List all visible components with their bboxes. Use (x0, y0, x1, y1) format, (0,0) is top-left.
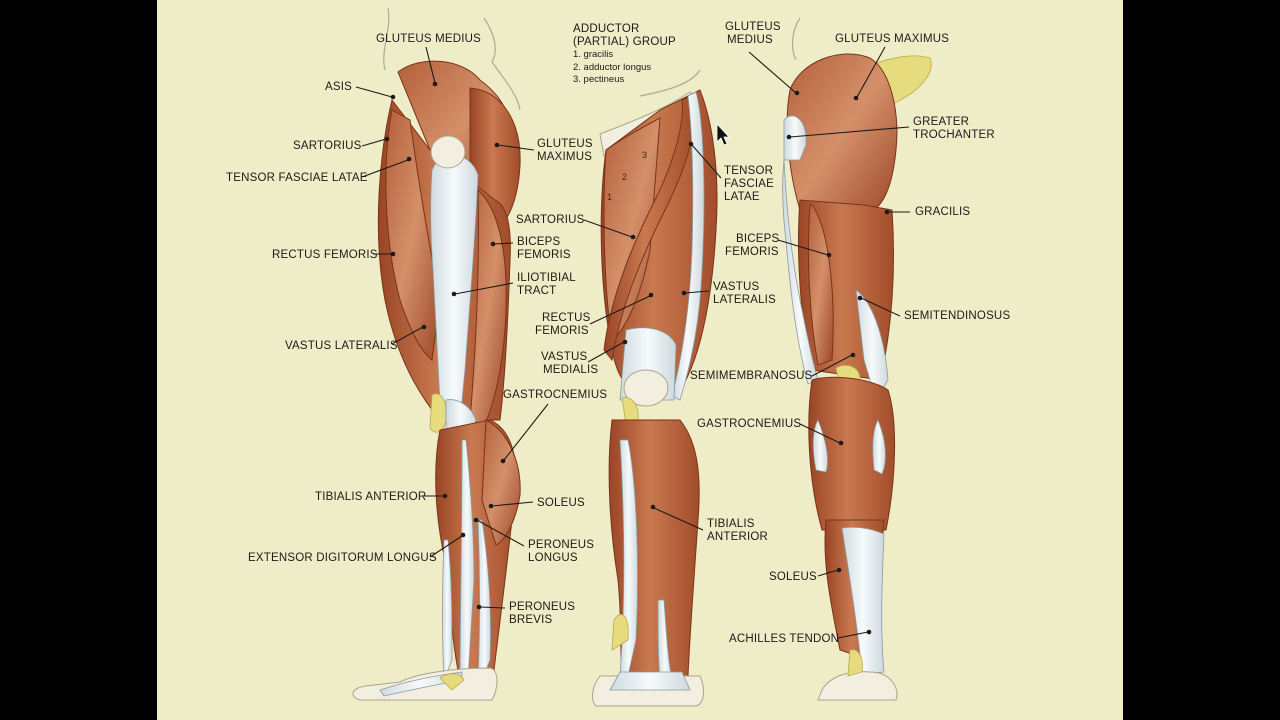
hamstrings-posterior (807, 204, 834, 366)
greater-trochanter-lateral (430, 135, 466, 169)
label-gluteus-medius: GLUTEUS MEDIUS (376, 33, 481, 45)
label-tensor-fasciae-latae-ant-3: LATAE (724, 191, 760, 203)
label-semimembranosus: SEMIMEMBRANOSUS (690, 370, 813, 382)
label-vastus-medialis-2: MEDIALIS (543, 364, 598, 376)
label-greater-trochanter-2: TROCHANTER (913, 129, 995, 141)
lateral-view-figure (352, 7, 521, 701)
label-peroneus-brevis-1: PERONEUS (509, 601, 575, 613)
rectus-femoris-lateral (385, 109, 441, 361)
adductor-marker-3: 3 (642, 150, 647, 160)
label-iliotibial-tract-1: ILIOTIBIAL (517, 272, 576, 284)
label-tibialis-anterior-ant-1: TIBIALIS (707, 518, 755, 530)
label-gracilis: GRACILIS (915, 206, 970, 218)
label-semitendinosus: SEMITENDINOSUS (904, 310, 1010, 322)
label-leaders (355, 46, 910, 639)
adductor-marker-2: 2 (622, 172, 627, 182)
sartorius-anterior (603, 95, 695, 362)
adductors-anterior (603, 117, 661, 341)
label-sartorius-lateral: SARTORIUS (293, 140, 362, 152)
gluteus-maximus-posterior (786, 53, 898, 216)
label-asis: ASIS (325, 81, 352, 93)
label-gluteus-medius-post-1: GLUTEUS (725, 21, 781, 33)
label-tibialis-anterior-lateral: TIBIALIS ANTERIOR (315, 491, 426, 503)
posterior-view-figure (782, 17, 932, 701)
label-text: ADDUCTOR (PARTIAL) GROUP 1. gracilis 2. … (226, 21, 1010, 645)
label-gastrocnemius-lateral: GASTROCNEMIUS (503, 389, 607, 401)
label-sartorius-anterior: SARTORIUS (516, 214, 585, 226)
label-vastus-lateralis-ant-2: LATERALIS (713, 294, 776, 306)
label-tensor-fasciae-latae-ant-2: FASCIAE (724, 178, 774, 190)
foot-posterior (817, 671, 898, 701)
adductor-item-3: 3. pectineus (573, 74, 624, 85)
greater-trochanter-posterior (783, 115, 807, 161)
label-rectus-femoris-lateral: RECTUS FEMORIS (272, 249, 378, 261)
label-extensor-digitorum-longus: EXTENSOR DIGITORUM LONGUS (248, 552, 437, 564)
achilles-tendon-shape (841, 526, 885, 675)
adductor-item-1: 1. gracilis (573, 49, 613, 60)
label-gastrocnemius-post: GASTROCNEMIUS (697, 418, 801, 430)
label-gluteus-medius-post-2: MEDIUS (727, 34, 773, 46)
label-biceps-femoris-post-2: FEMORIS (725, 246, 779, 258)
label-gluteus-maximus-post: GLUTEUS MAXIMUS (835, 33, 949, 45)
label-tensor-fasciae-latae-ant-1: TENSOR (724, 165, 773, 177)
adductor-item-2: 2. adductor longus (573, 62, 651, 73)
adductor-title-line1: ADDUCTOR (573, 23, 640, 35)
label-gluteus-maximus-2: MAXIMUS (537, 151, 592, 163)
label-biceps-femoris-2: FEMORIS (517, 249, 571, 261)
label-gluteus-maximus-1: GLUTEUS (537, 138, 593, 150)
label-biceps-femoris-1: BICEPS (517, 236, 561, 248)
label-vastus-lateralis-ant-1: VASTUS (713, 281, 759, 293)
label-peroneus-longus-2: LONGUS (528, 552, 578, 564)
label-vastus-medialis-1: VASTUS (541, 351, 587, 363)
label-tibialis-anterior-ant-2: ANTERIOR (707, 531, 768, 543)
label-soleus-post: SOLEUS (769, 571, 817, 583)
label-biceps-femoris-post-1: BICEPS (736, 233, 780, 245)
label-tensor-fasciae-latae: TENSOR FASCIAE LATAE (226, 172, 368, 184)
anterior-view-figure: 1 2 3 (592, 69, 718, 707)
patella-anterior (623, 369, 669, 407)
label-vastus-lateralis-lateral: VASTUS LATERALIS (285, 340, 398, 352)
label-soleus-lateral: SOLEUS (537, 497, 585, 509)
label-peroneus-longus-1: PERONEUS (528, 539, 594, 551)
label-achilles-tendon: ACHILLES TENDON (729, 633, 839, 645)
gastrocnemius-posterior (808, 376, 896, 531)
mouse-pointer-icon (716, 122, 730, 146)
label-greater-trochanter-1: GREATER (913, 116, 969, 128)
label-iliotibial-tract-2: TRACT (517, 285, 556, 297)
label-rectus-femoris-ant-1: RECTUS (542, 312, 591, 324)
label-rectus-femoris-ant-2: FEMORIS (535, 325, 589, 337)
adductor-marker-1: 1 (607, 192, 612, 202)
adductor-title-line2: (PARTIAL) GROUP (573, 36, 676, 48)
label-peroneus-brevis-2: BREVIS (509, 614, 553, 626)
